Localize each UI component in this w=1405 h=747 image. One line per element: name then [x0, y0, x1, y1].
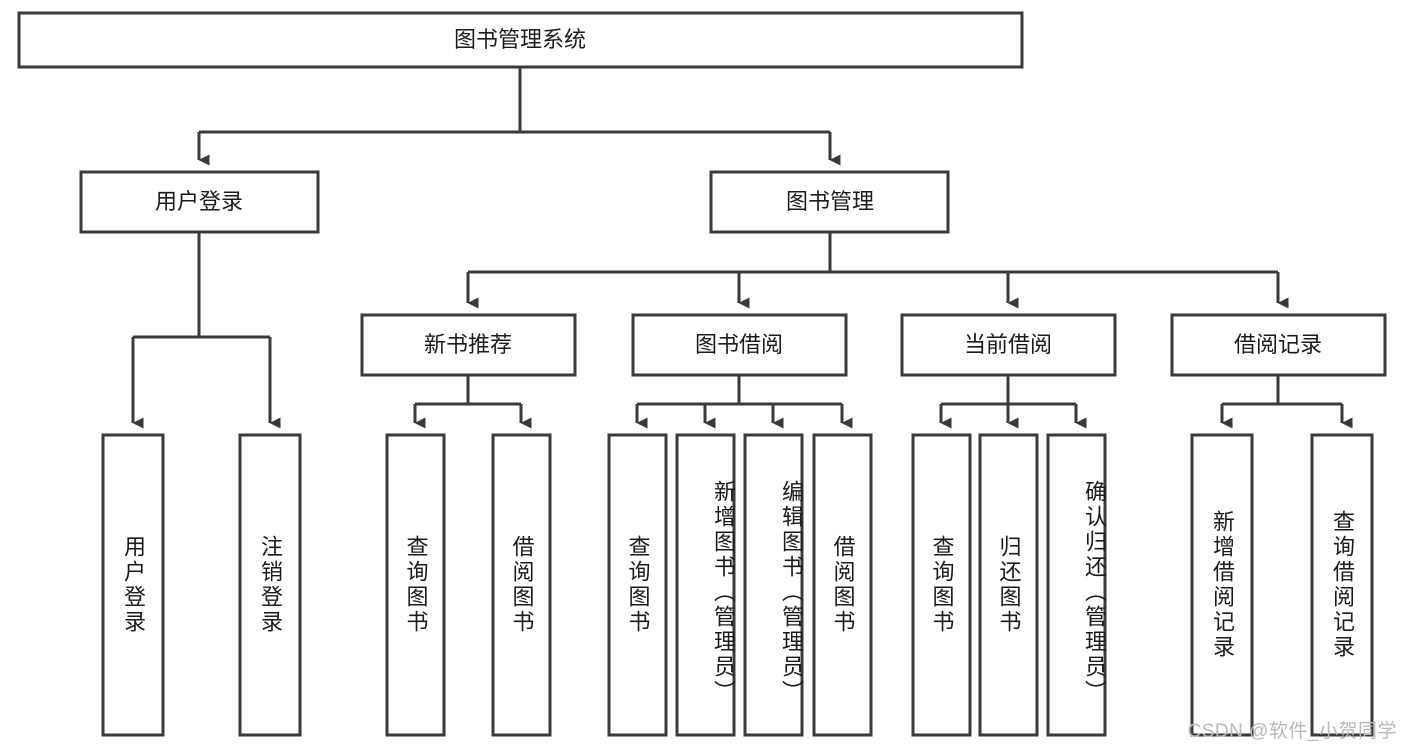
leaf-box-br-add[interactable] [1190, 433, 1254, 737]
node-current-borrow-label: 当前借阅 [964, 332, 1052, 357]
leaf-box-bb-borrow[interactable] [812, 433, 873, 737]
node-user-login-label: 用户登录 [155, 189, 243, 214]
leaf-box-bb-edit[interactable] [743, 433, 804, 737]
node-new-book-recommend[interactable]: 新书推荐 [360, 313, 577, 377]
leaf-box-user-login[interactable] [101, 433, 165, 737]
node-book-management-label: 图书管理 [786, 189, 874, 214]
node-user-login-box[interactable] [79, 170, 320, 234]
node-root-box[interactable] [17, 11, 1024, 69]
leaf-box-cb-return[interactable] [978, 433, 1039, 737]
leaf-box-cb-query[interactable] [911, 433, 972, 737]
leaf-box-br-query[interactable] [1310, 433, 1374, 737]
node-book-management[interactable]: 图书管理 [709, 170, 950, 234]
leaf-box-nb-borrow[interactable] [491, 433, 552, 737]
node-new-book-recommend-label: 新书推荐 [424, 332, 512, 357]
leaf-box-cb-confirm[interactable] [1046, 433, 1107, 737]
node-borrow-records-label: 借阅记录 [1234, 332, 1322, 357]
node-current-borrow[interactable]: 当前借阅 [900, 313, 1117, 377]
leaf-box-user-logout[interactable] [238, 433, 302, 737]
leaf-box-bb-query[interactable] [607, 433, 668, 737]
node-user-login[interactable]: 用户登录 [79, 170, 320, 234]
node-borrow-records-box[interactable] [1170, 313, 1387, 377]
node-layer: 图书管理系统 用户登录 图书管理 新书推荐 图书借阅 [17, 11, 1387, 737]
node-book-borrow[interactable]: 图书借阅 [631, 313, 848, 377]
node-root-label: 图书管理系统 [454, 27, 586, 52]
node-new-book-recommend-box[interactable] [360, 313, 577, 377]
node-borrow-records[interactable]: 借阅记录 [1170, 313, 1387, 377]
node-root[interactable]: 图书管理系统 [17, 11, 1024, 69]
leaf-box-bb-add[interactable] [675, 433, 736, 737]
node-book-borrow-box[interactable] [631, 313, 848, 377]
node-current-borrow-box[interactable] [900, 313, 1117, 377]
leaf-box-nb-query[interactable] [385, 433, 446, 737]
csdn-watermark: CSDN @软件_小贺同学 [1187, 721, 1397, 742]
node-book-management-box[interactable] [709, 170, 950, 234]
node-book-borrow-label: 图书借阅 [695, 332, 783, 357]
connector-layer [131, 67, 1353, 429]
